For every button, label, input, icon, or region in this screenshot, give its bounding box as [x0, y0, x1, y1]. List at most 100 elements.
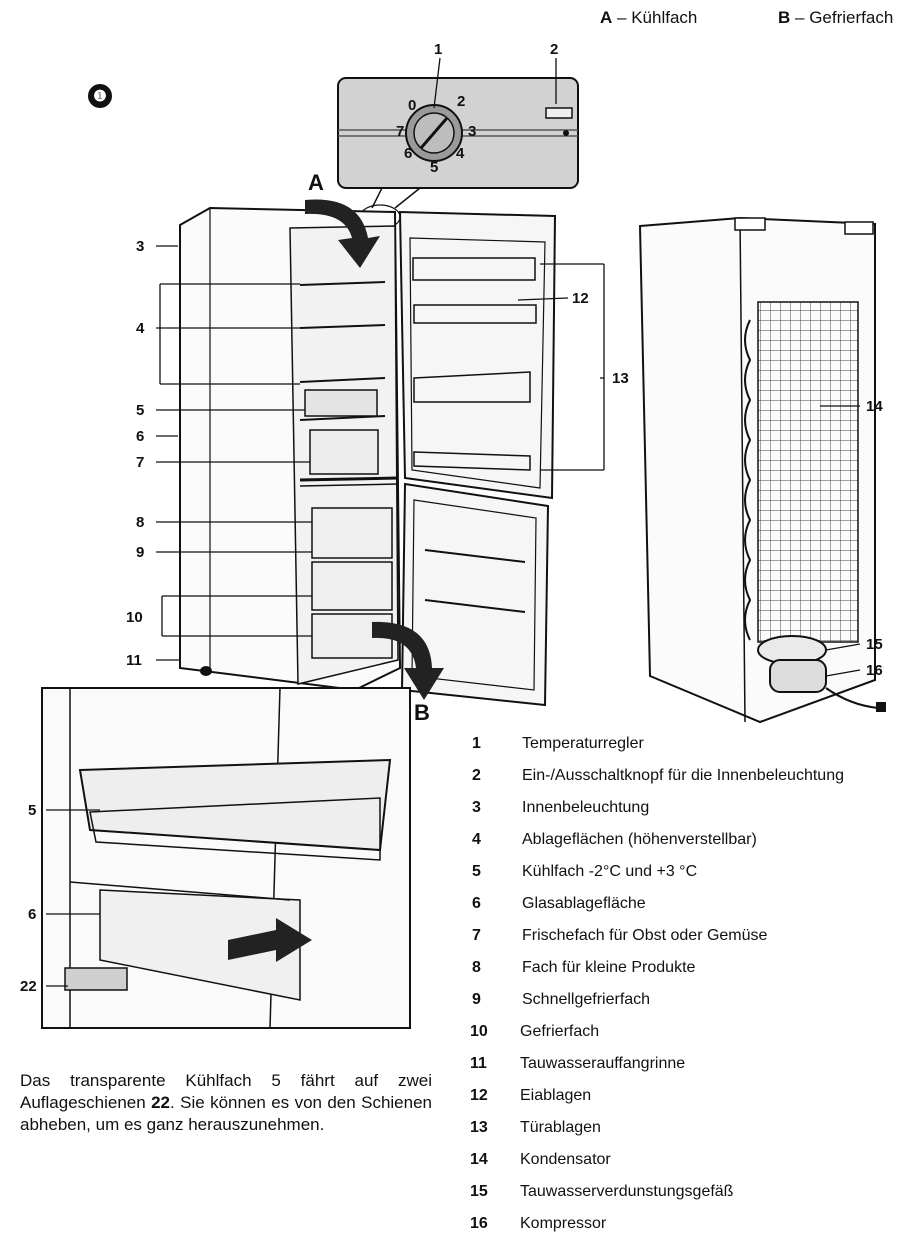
part-item: 14 Kondensator [470, 1151, 920, 1183]
callout-13: 13 [612, 370, 629, 387]
legend-b-key: B [778, 8, 791, 27]
part-label: Innenbeleuchtung [522, 799, 650, 816]
section-number-badge: ❶ [88, 84, 112, 108]
part-label: Ein-/Ausschaltknopf für die Innenbeleuch… [522, 767, 844, 784]
note-rail-number: 22 [151, 1093, 171, 1112]
part-item: 16 Kompressor [470, 1215, 920, 1247]
part-label: Kompressor [520, 1215, 607, 1232]
legend-a-key: A [600, 8, 613, 27]
callout-6: 6 [136, 428, 144, 445]
part-label: Eiablagen [520, 1087, 592, 1104]
part-item: 3 Innenbeleuchtung [470, 799, 920, 831]
dial-mark-5: 5 [430, 159, 438, 176]
callout-10: 10 [126, 609, 143, 626]
note-text-1: Das transparente Kühlfach 5 fährt auf zw… [20, 1071, 432, 1112]
part-label: Fach für kleine Produkte [522, 959, 696, 976]
dial-mark-6: 6 [404, 145, 412, 162]
part-label: Kühlfach -2°C und +3 °C [522, 863, 698, 880]
part-item: 10 Gefrierfach [470, 1023, 920, 1055]
dial-mark-7: 7 [396, 123, 404, 140]
part-label: Glasablagefläche [522, 895, 646, 912]
part-label: Schnellgefrierfach [522, 991, 651, 1008]
dial-mark-4: 4 [456, 145, 465, 162]
dial-mark-0: 0 [408, 97, 416, 114]
part-number: 12 [470, 1087, 488, 1104]
dial-mark-3: 3 [468, 123, 476, 140]
arrow-letter-b: B [414, 700, 430, 725]
part-label: Türablagen [520, 1119, 601, 1136]
part-number: 2 [472, 767, 481, 784]
condenser-grid [757, 301, 859, 643]
part-number: 11 [470, 1055, 487, 1072]
dial-mark-1: 2 [457, 93, 465, 110]
part-label: Frischefach für Obst oder Gemüse [522, 927, 768, 944]
fridge-front-view [179, 206, 557, 707]
part-number: 4 [472, 831, 481, 848]
inset-callout-6: 6 [28, 906, 36, 923]
part-number: 1 [472, 735, 481, 752]
part-number: 5 [472, 863, 481, 880]
part-number: 9 [472, 991, 481, 1008]
rail-icon [64, 967, 128, 991]
part-item: 11 Tauwasserauffangrinne [470, 1055, 920, 1087]
light-switch-icon [545, 107, 573, 119]
part-label: Tauwasserauffangrinne [520, 1055, 686, 1072]
part-number: 15 [470, 1183, 488, 1200]
callout-5: 5 [136, 402, 144, 419]
callout-3: 3 [136, 238, 144, 255]
callout-9: 9 [136, 544, 144, 561]
part-number: 10 [470, 1023, 488, 1040]
part-item: 2 Ein-/Ausschaltknopf für die Innenbeleuc… [470, 767, 920, 799]
arrow-a-icon: A [305, 170, 380, 268]
legend-a-label: – Kühlfach [617, 8, 698, 27]
part-number: 3 [472, 799, 481, 816]
callout-11: 11 [126, 652, 142, 669]
compressor-icon [769, 659, 827, 693]
inset-callout-5: 5 [28, 802, 36, 819]
part-number: 6 [472, 895, 481, 912]
callout-1: 1 [434, 41, 442, 58]
part-item: 7 Frischefach für Obst oder Gemüse [470, 927, 920, 959]
note-text-2: . Sie können es von den Schienen abheben… [20, 1093, 432, 1134]
part-item: 15 Tauwasserverdunstungsgefäß [470, 1183, 920, 1215]
legend-b-label: – Gefrierfach [795, 8, 894, 27]
part-number: 8 [472, 959, 481, 976]
part-item: 13 Türablagen [470, 1119, 920, 1151]
part-number: 16 [470, 1215, 488, 1232]
part-item: 5 Kühlfach -2°C und +3 °C [470, 863, 920, 895]
leader-lines [46, 57, 861, 987]
legend-a: A – Kühlfach [600, 8, 697, 28]
part-item: 9 Schnellgefrierfach [470, 991, 920, 1023]
part-item: 4 Ablageflächen (höhenverstellbar) [470, 831, 920, 863]
arrow-b-icon: B [372, 621, 444, 725]
callout-4: 4 [136, 320, 145, 337]
part-number: 7 [472, 927, 481, 944]
callout-16: 16 [866, 662, 883, 679]
part-label: Ablageflächen (höhenverstellbar) [522, 831, 757, 848]
callout-15: 15 [866, 636, 883, 653]
callout-2: 2 [550, 41, 558, 58]
callout-12: 12 [572, 290, 589, 307]
callout-22: 22 [20, 978, 37, 995]
part-item: 8 Fach für kleine Produkte [470, 959, 920, 991]
part-label: Temperaturregler [522, 735, 644, 752]
part-label: Tauwasserverdunstungsgefäß [520, 1183, 734, 1200]
control-panel-detail: 0 2 3 4 5 6 7 [337, 77, 579, 230]
arrow-letter-a: A [308, 170, 324, 195]
callout-14: 14 [866, 398, 883, 415]
drawer-note: Das transparente Kühlfach 5 fährt auf zw… [20, 1070, 432, 1136]
part-label: Gefrierfach [520, 1023, 600, 1040]
part-item: 6 Glasablagefläche [470, 895, 920, 927]
slide-arrow-icon [228, 918, 312, 962]
drawer-detail-inset [41, 687, 411, 1029]
part-item: 1 Temperaturregler [470, 735, 920, 767]
part-label: Kondensator [520, 1151, 611, 1168]
parts-list: 1 Temperaturregler 2 Ein-/Ausschaltknopf f… [470, 735, 920, 1247]
fridge-back-view [638, 216, 886, 724]
callout-8: 8 [136, 514, 144, 531]
part-number: 13 [470, 1119, 488, 1136]
part-number: 14 [470, 1151, 488, 1168]
legend-b: B – Gefrierfach [778, 8, 893, 28]
part-item: 12 Eiablagen [470, 1087, 920, 1119]
